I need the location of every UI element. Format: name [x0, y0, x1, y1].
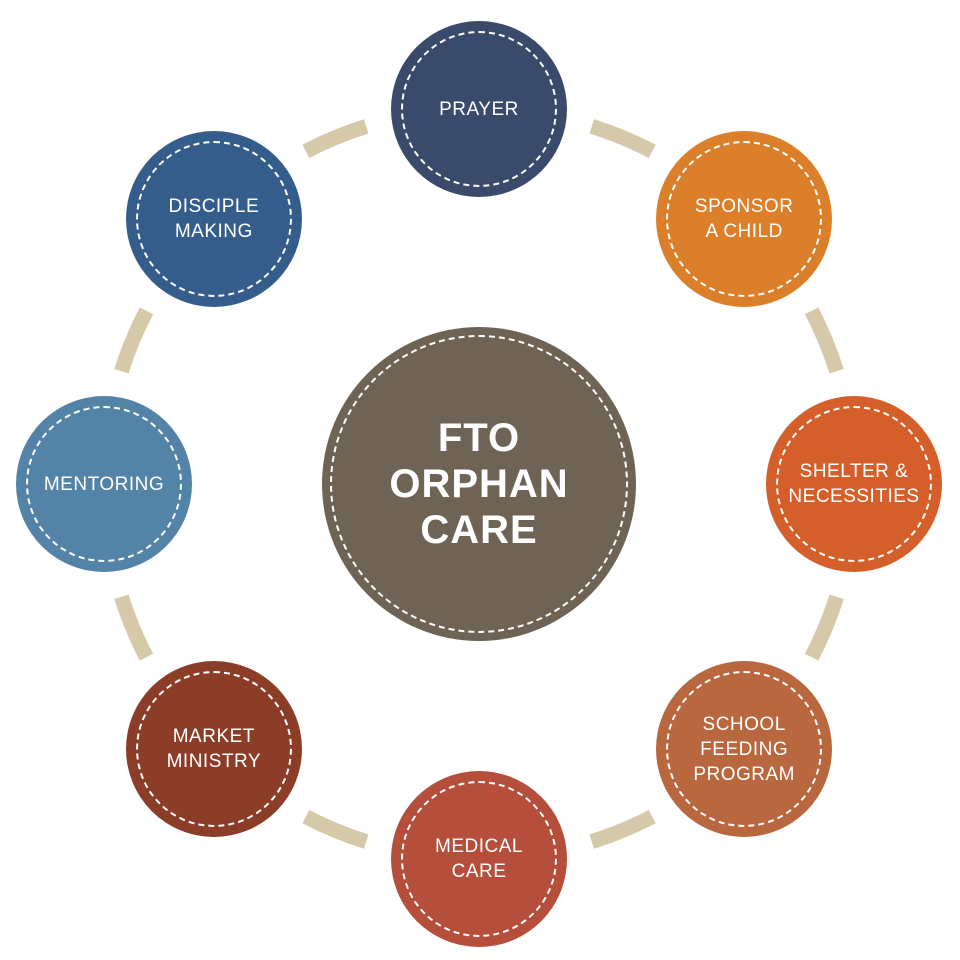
node-label: SCHOOL FEEDING PROGRAM [693, 713, 795, 785]
connector-arc [302, 119, 369, 159]
node-label: SHELTER & NECESSITIES [788, 461, 920, 507]
node-mentoring: MENTORING [16, 396, 192, 572]
node-label: MEDICAL CARE [435, 836, 523, 882]
node-market-ministry: MARKET MINISTRY [125, 661, 302, 838]
node-label: PRAYER [439, 98, 519, 120]
node-label: DISCIPLE MAKING [168, 195, 260, 242]
node-shelter-necessities: SHELTER & NECESSITIES [766, 396, 942, 572]
connector-arc [804, 307, 844, 374]
connector-arc [302, 809, 369, 849]
node-medical-care: MEDICAL CARE [391, 771, 567, 947]
connector-arc [804, 594, 844, 661]
node-sponsor-a-child: SPONSOR A CHILD [656, 130, 833, 307]
node-prayer: PRAYER [391, 21, 567, 197]
center-circle: FTO ORPHAN CARE [322, 327, 636, 641]
connector-arc [114, 307, 154, 374]
connector-arc [589, 119, 656, 159]
node-disciple-making: DISCIPLE MAKING [125, 130, 302, 307]
node-label: SPONSOR A CHILD [694, 195, 794, 242]
node-label: MARKET MINISTRY [166, 726, 262, 773]
connector-arc [589, 809, 656, 849]
center-title: FTO ORPHAN CARE [389, 416, 569, 552]
node-school-feeding-program: SCHOOL FEEDING PROGRAM [656, 661, 833, 838]
node-label: MENTORING [43, 473, 165, 495]
connector-arc [114, 594, 154, 661]
